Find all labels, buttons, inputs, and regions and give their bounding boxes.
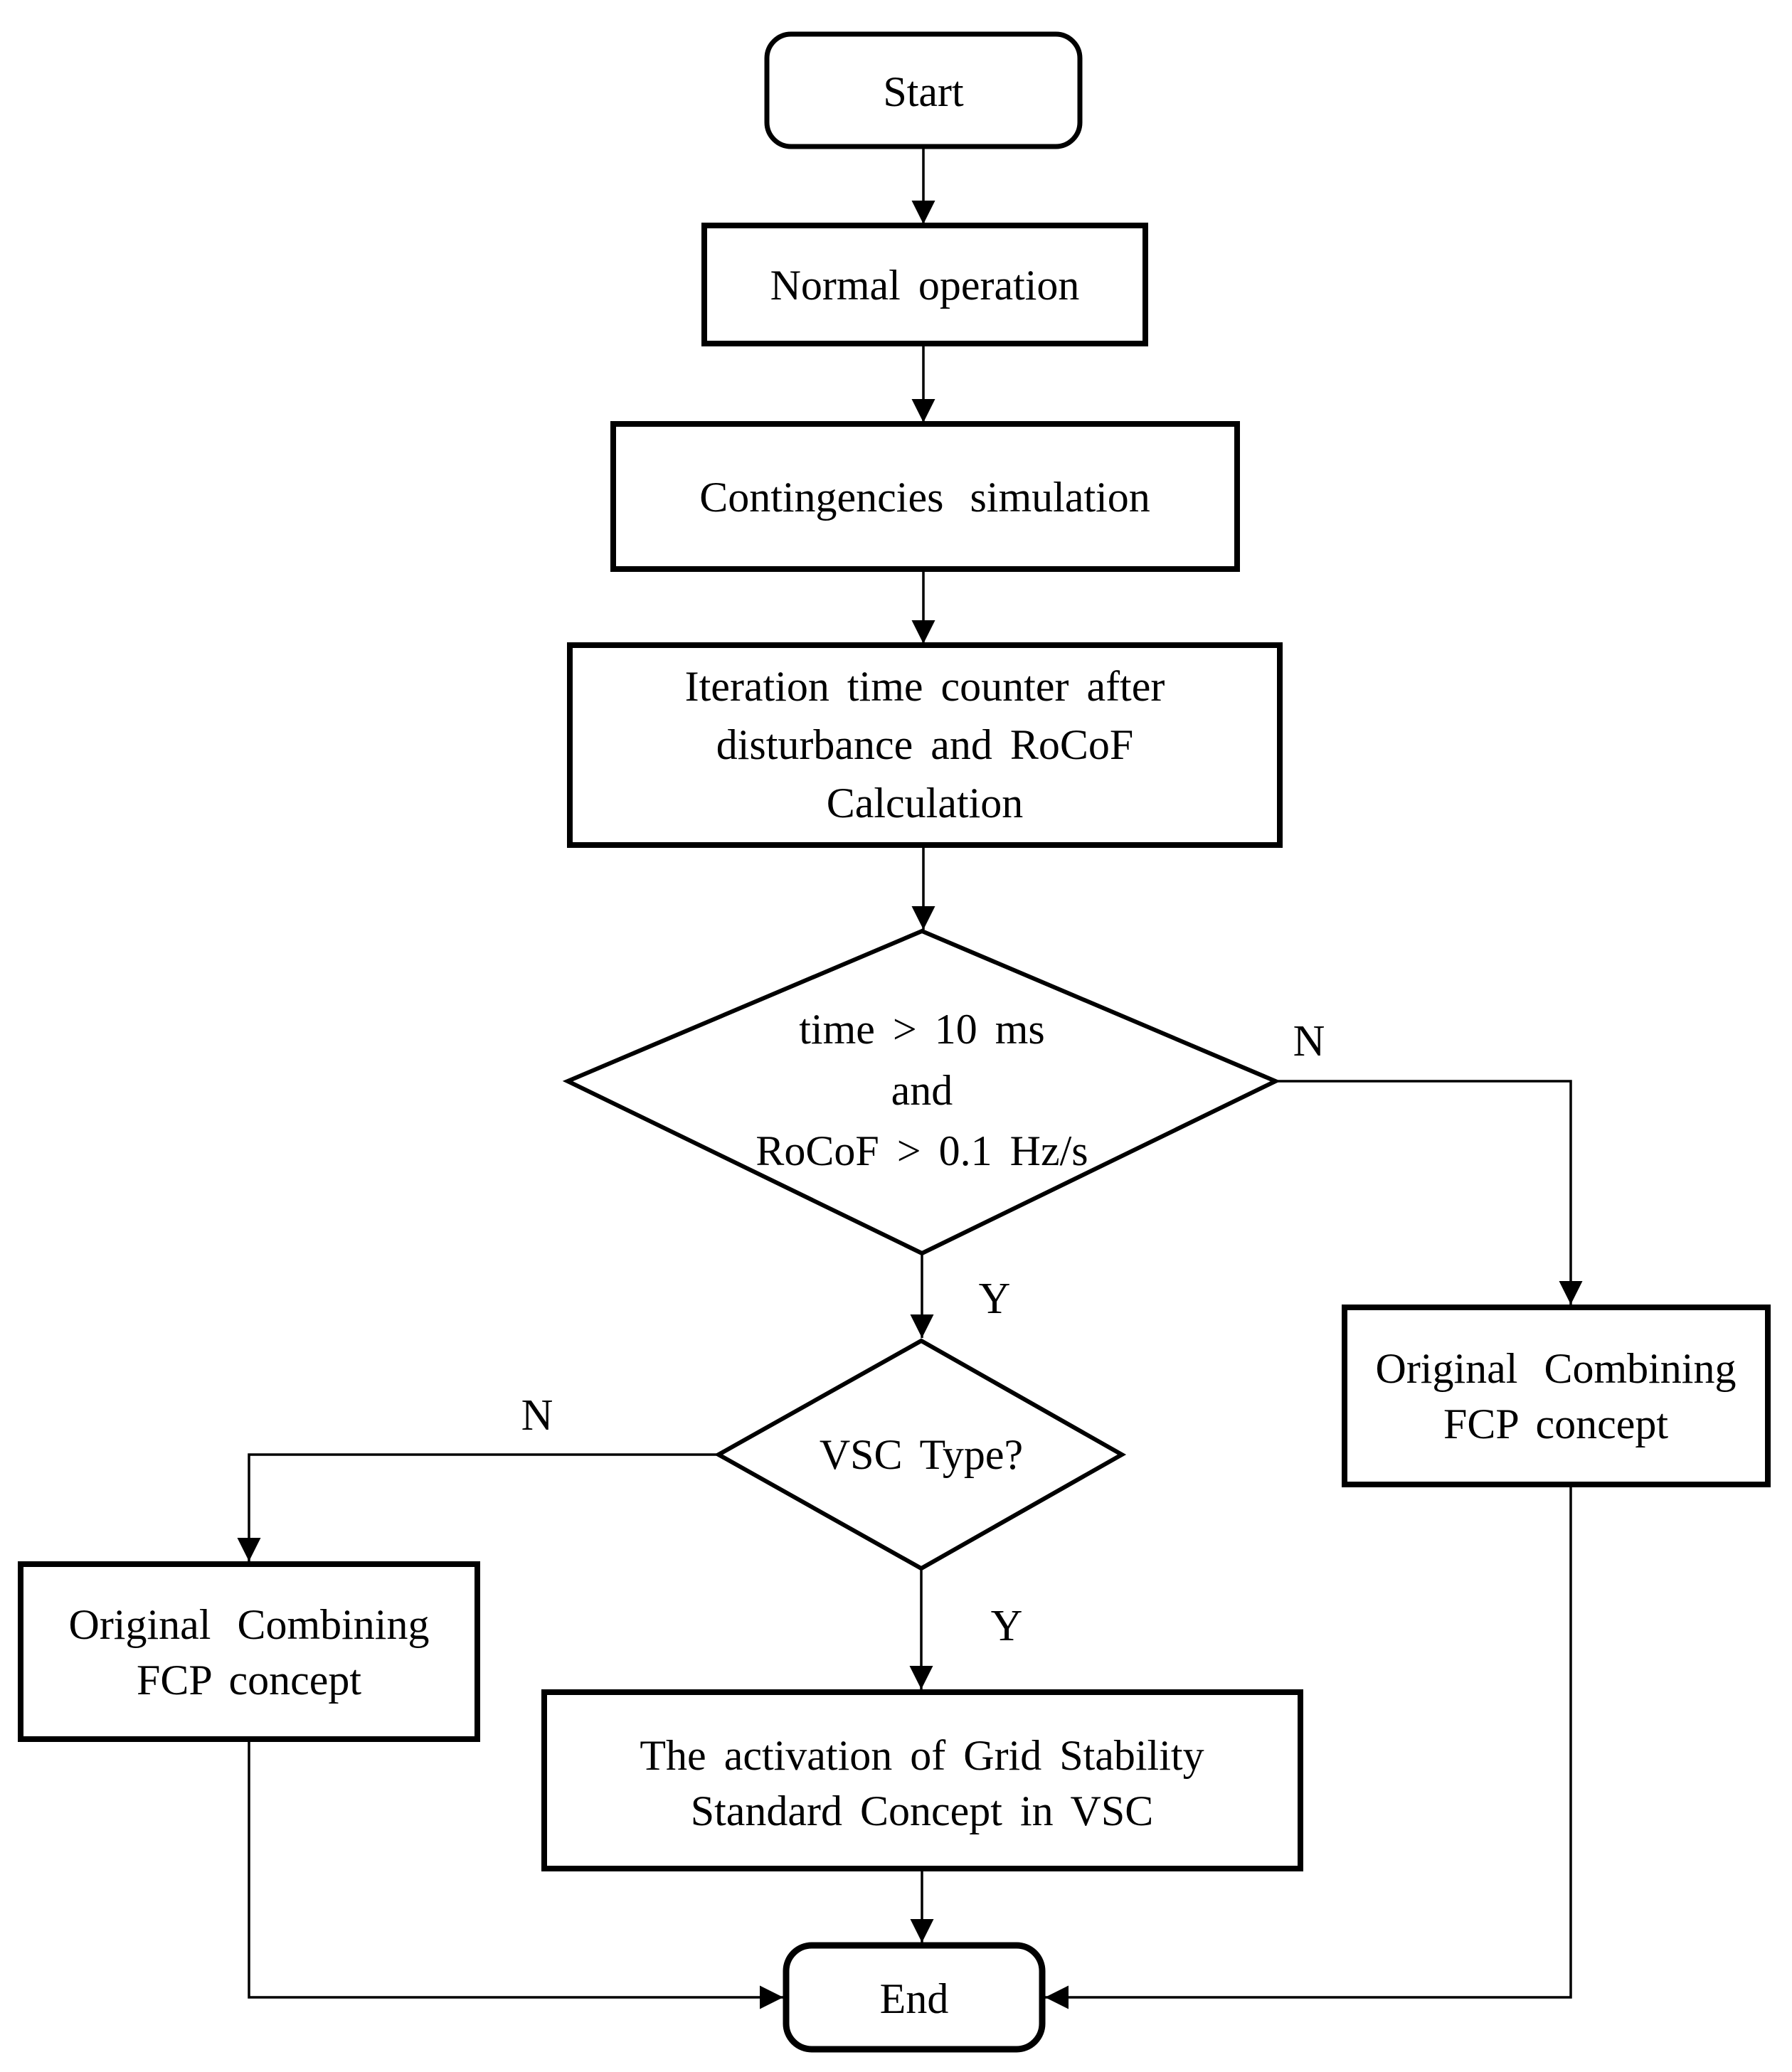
decision-vsc-type-shape	[714, 1338, 1127, 1571]
edge-fcp-left-to-end	[248, 1739, 783, 2009]
branch-label-vsc-no: N	[521, 1391, 553, 1440]
decision-vsc-type-label: VSC Type?	[820, 1431, 1023, 1478]
original-fcp-right-shape	[1342, 1305, 1771, 1487]
branch-label-vsc-yes: Y	[991, 1602, 1023, 1650]
edge-decision-vsc-no-to-fcp-left	[237, 1453, 719, 1561]
iteration-counter-line-1: Iteration time counter after	[685, 663, 1165, 710]
grid-stability-activation-shape	[541, 1689, 1303, 1871]
decision-time-rocof-line-3: RoCoF > 0.1 Hz/s	[755, 1127, 1088, 1174]
start-terminator-shape	[764, 31, 1083, 149]
node-normal-operation: Normal operation	[701, 223, 1148, 346]
end-terminator-shape	[783, 1942, 1046, 2053]
node-original-fcp-left: Original Combining FCP concept	[18, 1561, 480, 1742]
node-start: Start	[764, 31, 1083, 149]
contingencies-simulation-label: Contingencies simulation	[699, 474, 1150, 521]
edge-fcp-right-to-end	[1045, 1484, 1572, 2009]
edge-decision-rocof-no-to-fcp-right	[1276, 1080, 1583, 1305]
decision-time-rocof-line-1: time > 10 ms	[799, 1006, 1045, 1053]
original-fcp-left-line-2: FCP concept	[137, 1657, 361, 1704]
node-iteration-counter: Iteration time counter after disturbance…	[567, 642, 1283, 848]
normal-operation-shape	[701, 223, 1148, 346]
node-decision-vsc-type: VSC Type?	[714, 1338, 1127, 1571]
start-label: Start	[883, 68, 964, 115]
iteration-counter-line-3: Calculation	[827, 780, 1024, 827]
iteration-counter-line-2: disturbance and RoCoF	[716, 721, 1134, 768]
branch-label-rocof-yes: Y	[979, 1275, 1011, 1323]
node-grid-stability-activation: The activation of Grid Stability Standar…	[541, 1689, 1303, 1871]
decision-time-rocof-line-2: and	[891, 1067, 953, 1114]
decision-time-rocof-shape	[562, 928, 1281, 1256]
node-end: End	[783, 1942, 1046, 2053]
end-label: End	[880, 1975, 949, 2022]
original-fcp-right-line-2: FCP concept	[1443, 1401, 1668, 1447]
original-fcp-right-line-1: Original Combining	[1376, 1345, 1737, 1392]
branch-label-rocof-no: N	[1293, 1017, 1325, 1066]
node-original-fcp-right: Original Combining FCP concept	[1342, 1305, 1771, 1487]
original-fcp-left-line-1: Original Combining	[69, 1601, 430, 1648]
original-fcp-left-shape	[18, 1561, 480, 1742]
normal-operation-label: Normal operation	[770, 262, 1080, 309]
contingencies-simulation-shape	[610, 421, 1240, 572]
grid-stability-activation-line-1: The activation of Grid Stability	[640, 1732, 1204, 1779]
grid-stability-activation-line-2: Standard Concept in VSC	[691, 1787, 1154, 1834]
iteration-counter-shape	[567, 642, 1283, 848]
node-contingencies-simulation: Contingencies simulation	[610, 421, 1240, 572]
node-decision-time-rocof: time > 10 ms and RoCoF > 0.1 Hz/s	[562, 928, 1281, 1256]
